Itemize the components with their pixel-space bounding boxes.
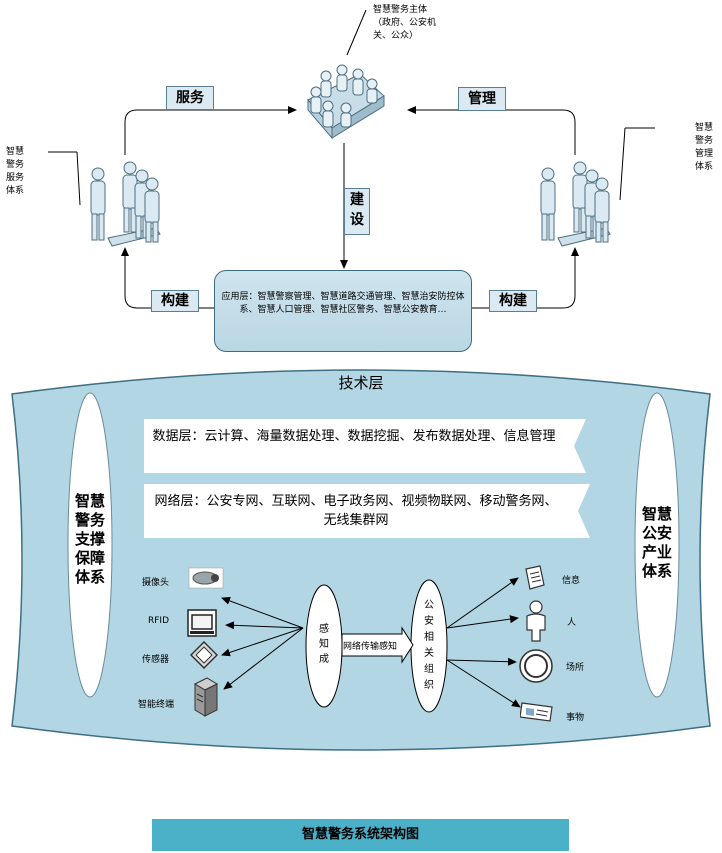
smart-terminal-icon	[193, 677, 219, 717]
manage-people-icon	[540, 161, 611, 247]
data-layer-text: 数据层：云计算、海量数据处理、数据挖掘、发布数据处理、信息管理	[152, 429, 556, 444]
place-icon	[519, 649, 553, 683]
application-layer-box: 应用层：智慧警察管理、智慧道路交通管理、智慧治安防控体系、智慧人口管理、智慧社区…	[214, 270, 472, 352]
service-people-icon	[90, 161, 161, 247]
service-system-note: 智慧 警务 服务 体系	[6, 147, 25, 196]
transmission-arrow	[341, 626, 414, 664]
info-document-icon	[525, 565, 545, 590]
target-object-label: 事物	[566, 713, 585, 723]
industry-system-label: 智慧 公安 产业 体系	[641, 505, 672, 580]
application-layer-text: 应用层：智慧警察管理、智慧道路交通管理、智慧治安防控体系、智慧人口管理、智慧社区…	[221, 292, 465, 315]
build-vertical-label: 建 设	[344, 188, 370, 235]
camera-icon	[188, 567, 224, 589]
layer-banners	[0, 0, 722, 540]
rfid-icon	[187, 609, 217, 637]
build-left-label: 构建	[151, 290, 199, 312]
target-info-label: 信息	[562, 576, 581, 586]
target-place-label: 场所	[566, 663, 585, 673]
support-system-label: 智慧 警务 支撑 保障 体系	[74, 492, 105, 586]
sensor-icon	[190, 641, 218, 669]
right-pillar-shape	[634, 392, 680, 698]
meeting-table-icon	[307, 64, 385, 140]
organization-label: 公 安 相 关 组 织	[424, 600, 434, 691]
service-label: 服务	[166, 86, 214, 110]
perception-flow-diagram	[221, 577, 521, 713]
device-rfid-label: RFID	[148, 616, 170, 626]
device-camera-label: 摄像头	[142, 578, 170, 588]
build-right-label: 构建	[489, 290, 537, 312]
network-layer-text: 网络层：公安专网、互联网、电子政务网、视频物联网、移动警务网、无线集群网	[154, 494, 558, 528]
device-terminal-label: 智能终端	[138, 700, 175, 710]
tech-layer-title: 技术层	[338, 374, 384, 392]
object-card-icon	[520, 702, 553, 722]
device-sensor-label: 传感器	[142, 655, 170, 665]
service-connector	[124, 106, 297, 155]
build-right-connector	[470, 247, 579, 309]
left-pillar-shape	[67, 392, 113, 698]
person-icon	[526, 600, 546, 642]
diagram-caption: 智慧警务系统架构图	[152, 819, 569, 851]
target-person-label: 人	[567, 618, 577, 628]
manage-label: 管理	[458, 87, 506, 111]
subject-note: 智慧警务主体 （政府、公安机 关、公众）	[373, 5, 437, 41]
transmission-label: 网络传输感知	[343, 642, 398, 652]
build-left-connector	[121, 247, 214, 309]
manage-system-note: 智慧 警务 管理 体系	[695, 123, 714, 172]
manage-connector	[407, 106, 576, 155]
perception-label: 感 知 成	[319, 624, 329, 665]
top-connectors	[48, 9, 655, 309]
